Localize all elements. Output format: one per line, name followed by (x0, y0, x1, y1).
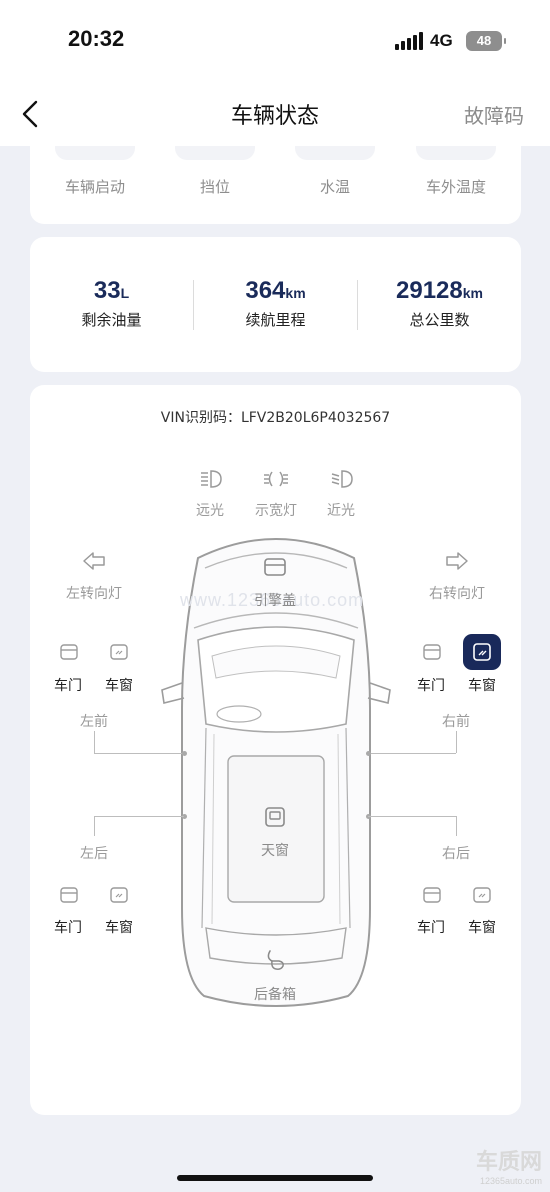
watermark-text: www.12365auto.com (180, 590, 365, 610)
stat-label: 续航里程 (245, 311, 306, 329)
door-icon (60, 644, 78, 660)
logo-url: 12365auto.com (479, 1176, 542, 1186)
fault-code-button[interactable]: 故障码 (464, 104, 524, 128)
connector-line (456, 816, 457, 836)
rear-right-door-label: 车门 (417, 920, 445, 936)
window-icon (473, 887, 491, 903)
stat-value: 364 (245, 277, 286, 304)
connector-dot (182, 751, 187, 756)
window-icon (110, 644, 128, 660)
indicator-label: 水温 (319, 178, 350, 196)
chevron-left-icon (22, 100, 38, 128)
front-left-window-label: 车窗 (105, 678, 133, 694)
door-icon (423, 887, 441, 903)
page-title: 车辆状态 (230, 104, 319, 129)
stat-label: 剩余油量 (81, 311, 142, 329)
trunk-icon (267, 950, 284, 970)
rear-left-label: 左后 (80, 846, 108, 862)
front-right-label: 右前 (442, 714, 470, 730)
nav-bar: 车辆状态 故障码 (0, 80, 550, 146)
connector-line (368, 816, 456, 817)
indicator-label: 挡位 (199, 178, 230, 196)
home-indicator (177, 1175, 373, 1181)
trunk-label: 后备箱 (254, 987, 296, 1003)
connector-line (368, 753, 456, 754)
network-type: 4G (430, 31, 453, 50)
door-icon (423, 644, 441, 660)
signal-icon (395, 32, 423, 50)
vin-code: VIN识别码：LFV2B20L6P4032567 (160, 410, 391, 426)
stats-card: 33L 剩余油量 364km 续航里程 29128km 总公里数 (30, 237, 521, 372)
indicator-label: 车辆启动 (64, 178, 125, 196)
stat-odometer: 29128km 总公里数 (358, 277, 521, 330)
stat-unit: L (120, 285, 130, 301)
status-time: 20:32 (68, 26, 125, 51)
front-right-door-label: 车门 (417, 678, 445, 694)
car-outline (161, 538, 391, 1007)
connector-line (94, 816, 95, 836)
connector-line (94, 816, 184, 817)
rear-right-label: 右后 (442, 846, 470, 862)
battery-icon: 48 (466, 31, 506, 51)
right-turn-arrow-icon (446, 552, 468, 570)
front-right-window-label: 车窗 (468, 678, 496, 694)
hood-icon (264, 558, 286, 576)
connector-dot (366, 751, 371, 756)
high-beam-label: 远光 (196, 503, 224, 519)
sunroof-icon (265, 807, 285, 827)
low-beam-label: 近光 (327, 503, 355, 519)
rear-left-door-label: 车门 (54, 920, 82, 936)
brand-logo: 车质网 12365auto.com (476, 1144, 542, 1186)
divider (193, 280, 194, 330)
stat-fuel: 33L 剩余油量 (30, 277, 193, 330)
rear-left-window-label: 车窗 (105, 920, 133, 936)
stat-range: 364km 续航里程 (194, 277, 357, 330)
stat-value: 33 (93, 277, 121, 304)
left-turn-label: 左转向灯 (66, 586, 122, 602)
connector-line (94, 753, 184, 754)
connector-line (456, 731, 457, 753)
front-left-door-label: 车门 (54, 678, 82, 694)
connector-dot (182, 814, 187, 819)
back-button[interactable] (14, 94, 48, 134)
divider (357, 280, 358, 330)
width-lamp-label: 示宽灯 (255, 503, 297, 519)
stat-label: 总公里数 (409, 311, 470, 329)
connector-line (94, 731, 95, 753)
sunroof-label: 天窗 (261, 843, 289, 859)
right-turn-label: 右转向灯 (429, 586, 485, 602)
logo-text: 车质网 (475, 1150, 542, 1175)
hood-label: 引擎盖 (254, 593, 296, 609)
width-lamp-icon (264, 471, 288, 487)
battery-level: 48 (476, 33, 492, 48)
high-beam-icon (201, 470, 222, 488)
rear-right-window-label: 车窗 (468, 920, 496, 936)
indicator-label: 车外温度 (425, 178, 486, 196)
stat-value: 29128 (396, 277, 463, 304)
status-bar: 20:32 4G 48 (0, 0, 550, 80)
window-icon (110, 887, 128, 903)
front-left-label: 左前 (80, 714, 108, 730)
left-turn-arrow-icon (83, 552, 105, 570)
stat-unit: km (462, 285, 483, 301)
door-icon (60, 887, 78, 903)
low-beam-icon (331, 470, 353, 488)
stat-unit: km (285, 285, 306, 301)
front-right-window-active-icon (463, 634, 501, 670)
